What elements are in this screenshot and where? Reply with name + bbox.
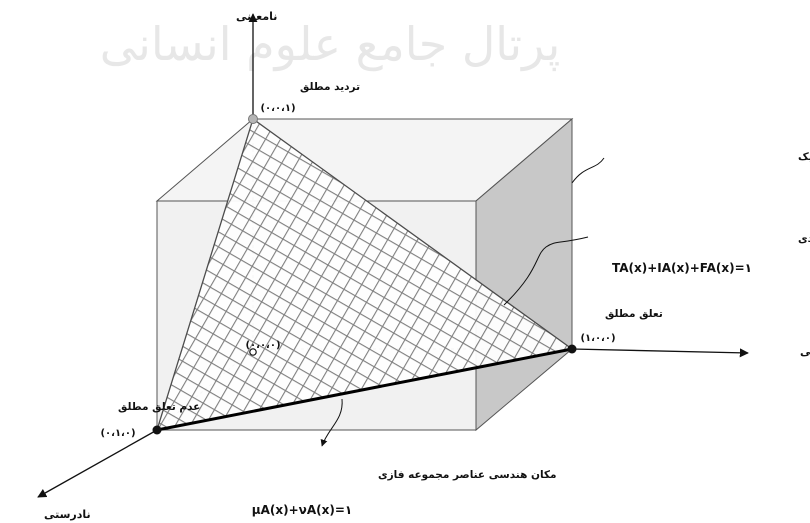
label-fuzzy-locus: مکان هندسی عناصر مجموعه فازی: [378, 469, 557, 481]
label-absolute-non-membership: عدم تعلق مطلق: [118, 401, 200, 413]
coord-falsity: (۰،۱،۰): [100, 428, 135, 439]
truth-axis: [571, 348, 749, 358]
callout-fuzzy: [320, 398, 343, 447]
callout-neutrosophic: [571, 157, 605, 184]
callout-intuitionistic: [503, 236, 589, 306]
coord-indeterminacy: (۰،۰،۱): [260, 103, 295, 114]
point-falsity: [152, 425, 162, 435]
watermark-text: پرتال جامع علوم انسانی: [100, 17, 561, 72]
label-truth-axis: درستی: [800, 345, 810, 358]
label-absolute-indeterminacy: تردید مطلق: [300, 81, 360, 93]
origin-point: [249, 348, 257, 356]
label-absolute-membership: تعلق مطلق: [605, 308, 663, 320]
coord-origin: (۰،۰،۰): [245, 340, 280, 351]
falsity-axis: [37, 429, 158, 498]
label-indeterminacy-axis: نامعینی: [236, 10, 277, 23]
point-indeterminacy: [248, 114, 258, 124]
label-neutrosophic-locus: مکان هندسی عناصر مجموعه نوتروسوفیک: [798, 151, 810, 163]
fuzzy-set-line: [156, 347, 573, 432]
coord-truth: (۱،۰،۰): [580, 333, 615, 344]
label-falsity-axis: نادرستی: [44, 508, 91, 521]
equation-fuzzy: μA(x)+νA(x)=۱: [252, 503, 352, 517]
label-intuitionistic-locus: مکان هندسی عناصر مجموعه فازی شهودی: [798, 233, 810, 245]
point-truth: [567, 344, 577, 354]
equation-neutrosophic: TA(x)+IA(x)+FA(x)=۱: [612, 261, 752, 275]
